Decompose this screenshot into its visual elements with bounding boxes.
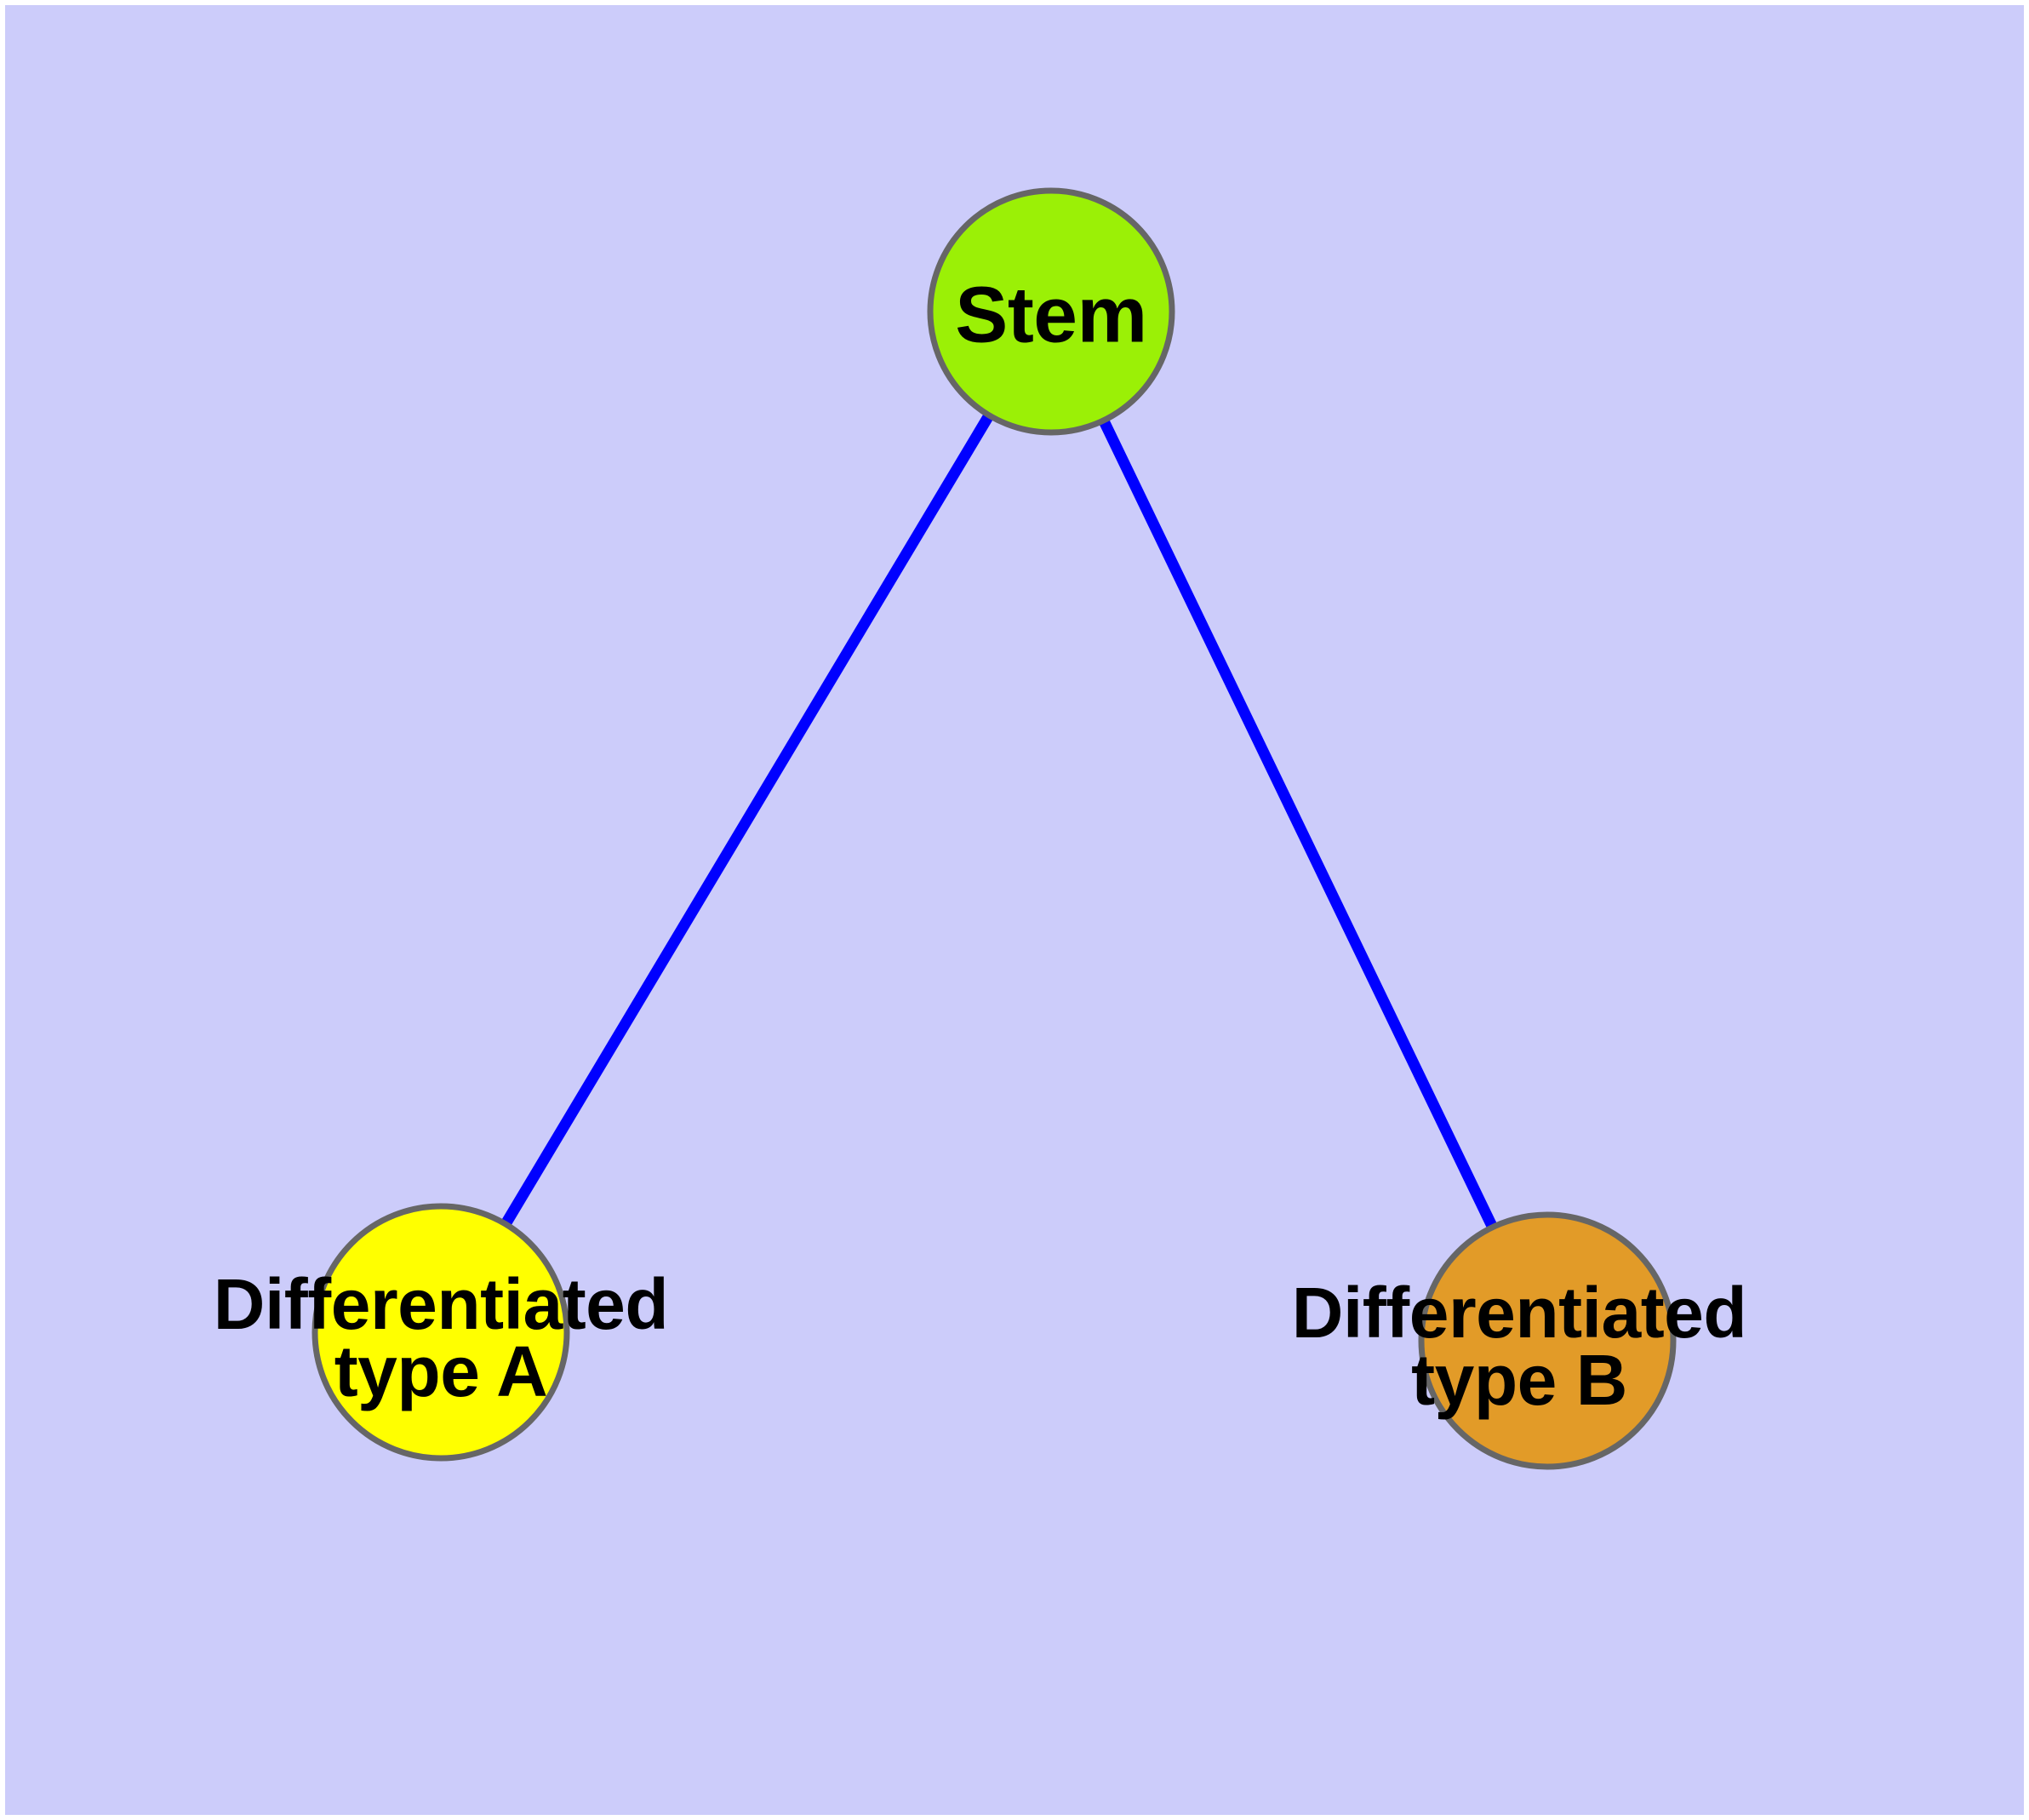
graph-svg [311, 187, 1677, 1470]
node-layer [311, 187, 1677, 1470]
edge-layer [436, 308, 1552, 1343]
node-differentiated-type-b[interactable] [1418, 1211, 1677, 1470]
node-differentiated-type-a[interactable] [311, 1203, 570, 1462]
node-stem[interactable] [927, 187, 1175, 436]
edge-stem-to-type-b[interactable] [1046, 309, 1552, 1343]
edge-stem-to-type-a[interactable] [436, 308, 1056, 1336]
